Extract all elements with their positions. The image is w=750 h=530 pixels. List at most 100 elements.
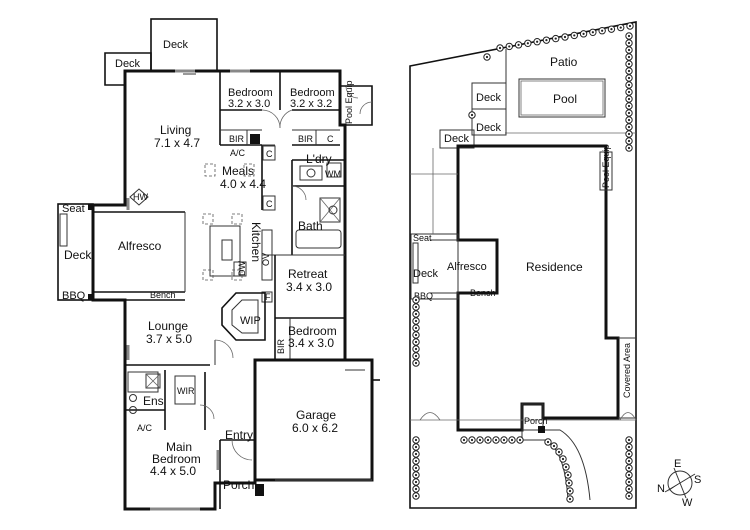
label-wir: WIR — [177, 386, 195, 396]
label-meals-size: 4.0 x 4.4 — [220, 177, 266, 191]
shrub-center-icon — [414, 466, 418, 470]
shrub-center-icon — [414, 326, 418, 330]
shrub-center-icon — [610, 28, 613, 31]
label-bir-b: BIR — [298, 134, 314, 144]
shrub-center-icon — [414, 361, 418, 365]
shrub-center-icon — [536, 40, 539, 43]
label-seat: Seat — [62, 203, 85, 215]
shrub-center-icon — [414, 480, 418, 484]
label-garage-size: 6.0 x 6.2 — [292, 421, 338, 435]
label-wip: WIP — [240, 315, 261, 327]
shrub-center-icon — [470, 438, 474, 442]
label-entry: Entry — [225, 428, 253, 442]
label-bedroom-b-size: 3.2 x 3.2 — [290, 98, 332, 110]
shrub-center-icon — [627, 76, 631, 80]
site-label-patio: Patio — [550, 55, 578, 69]
label-bir-a: BIR — [229, 134, 245, 144]
label-kitchen: Kitchen — [249, 222, 263, 262]
shrub-center-icon — [627, 438, 631, 442]
shrub-center-icon — [627, 104, 631, 108]
shrub-center-icon — [568, 497, 572, 501]
label-ac-top: A/C — [230, 148, 246, 158]
site-label-pool: Pool — [553, 92, 577, 106]
site-label-bbq: BBQ — [414, 291, 433, 301]
label-cupboard-1: C — [266, 149, 273, 159]
shrub-center-icon — [568, 489, 572, 493]
shrub-center-icon — [502, 438, 506, 442]
label-ov: OV — [261, 253, 271, 266]
site-label-alfresco: Alfresco — [447, 261, 487, 273]
site-plan: N E S W Patio Pool Deck Deck Deck Pool E… — [409, 21, 701, 509]
shrub-center-icon — [627, 146, 631, 150]
shrub-center-icon — [627, 473, 631, 477]
label-retreat: Retreat — [288, 267, 328, 281]
shrub-center-icon — [414, 298, 418, 302]
shrub-center-icon — [554, 37, 557, 40]
shrub-center-icon — [627, 466, 631, 470]
shrub-center-icon — [582, 32, 585, 35]
site-label-deck-1: Deck — [476, 92, 502, 104]
shrub-center-icon — [627, 69, 631, 73]
shrub-center-icon — [414, 445, 418, 449]
shrub-center-icon — [627, 48, 631, 52]
shrub-center-icon — [563, 35, 567, 39]
shrub-center-icon — [552, 444, 556, 448]
label-ens: Ens — [143, 394, 164, 408]
shrub-center-icon — [627, 480, 631, 484]
compass — [664, 467, 696, 499]
shrub-center-icon — [627, 125, 631, 129]
shrub-center-icon — [561, 457, 565, 461]
pool — [518, 78, 606, 118]
shrub-center-icon — [627, 132, 631, 136]
label-alfresco: Alfresco — [118, 239, 162, 253]
shrub-center-icon — [627, 139, 631, 143]
shrub-center-icon — [510, 438, 514, 442]
label-lounge: Lounge — [148, 319, 188, 333]
shrub-center-icon — [414, 487, 418, 491]
label-bench: Bench — [150, 290, 176, 300]
site-label-bench: Bench — [470, 288, 496, 298]
shrub-center-icon — [517, 43, 520, 46]
label-garage: Garage — [296, 408, 336, 422]
shrub-center-icon — [414, 319, 418, 323]
shrub-center-icon — [627, 83, 631, 87]
shrub-center-icon — [573, 34, 576, 37]
shrub-center-icon — [627, 487, 631, 491]
site-label-deck-3: Deck — [444, 133, 470, 145]
label-ac-bottom: A/C — [137, 423, 153, 433]
label-cupboard-2: C — [327, 134, 334, 144]
shrub-center-icon — [627, 62, 631, 66]
shrub-center-icon — [414, 305, 418, 309]
lot-boundary — [409, 21, 637, 509]
shrub-center-icon — [414, 494, 418, 498]
label-bedroom-a-size: 3.2 x 3.0 — [228, 98, 270, 110]
shrub-center-icon — [627, 118, 631, 122]
label-main-bedroom-1: Main — [166, 440, 192, 454]
label-hw: HW — [133, 192, 148, 202]
shrub-center-icon — [414, 340, 418, 344]
compass-e: E — [674, 458, 681, 470]
site-label-pool-equip: Pool Equip — [601, 144, 611, 188]
ground-floor-plan: Deck Deck Bedroom 3.2 x 3.0 Bedroom 3.2 … — [57, 18, 380, 511]
label-fridge: F — [265, 292, 271, 302]
shrub-center-icon — [566, 473, 570, 477]
shrub-center-icon — [414, 473, 418, 477]
shrub-center-icon — [564, 465, 568, 469]
shrub-center-icon — [486, 438, 490, 442]
shrub-center-icon — [627, 97, 631, 101]
label-bedroom-c-size: 3.4 x 3.0 — [288, 336, 334, 350]
label-porch: Porch — [223, 478, 254, 492]
label-bbq: BBQ — [62, 290, 86, 302]
label-wm: WM — [325, 169, 341, 179]
label-bath: Bath — [298, 219, 323, 233]
shrub-center-icon — [619, 26, 622, 29]
label-bedroom-b: Bedroom — [290, 87, 335, 99]
shrub-center-icon — [526, 42, 529, 45]
shrub-center-icon — [470, 113, 474, 117]
shrub-center-icon — [498, 46, 502, 50]
shrub-center-icon — [545, 39, 548, 42]
site-label-porch: Porch — [524, 416, 548, 426]
shrub-center-icon — [567, 481, 571, 485]
shrub-center-icon — [627, 111, 631, 115]
